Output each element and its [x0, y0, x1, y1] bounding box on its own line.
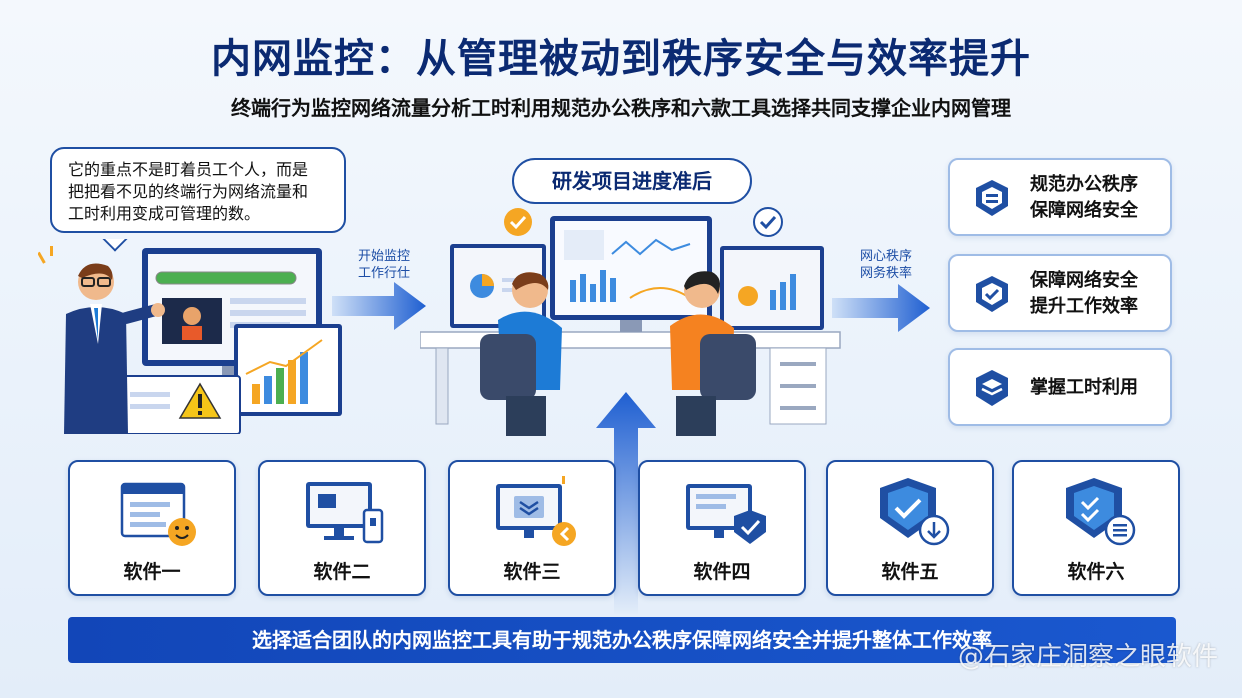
tool-card-2[interactable]: 软件二 [258, 460, 426, 596]
left-arrow-label-line: 开始监控 [357, 249, 410, 264]
summary-banner: 选择适合团队的内网监控工具有助于规范办公秩序保障网络安全并提升整体工作效率 [68, 617, 1176, 663]
tool-card-3[interactable]: 软件三 [448, 460, 616, 596]
page-title: 内网监控：从管理被动到秩序安全与效率提升 [211, 36, 1031, 82]
tool-label: 软件五 [881, 561, 939, 583]
left-arrow-label: 开始监控 工作行仕 [346, 248, 422, 282]
benefit-card-line: 保障网络安全 [1030, 270, 1138, 291]
right-arrow-icon [832, 284, 930, 332]
watermark: @石家庄洞察之眼软件 [957, 642, 1218, 672]
left-arrow-icon [332, 282, 426, 330]
monitor-phone-icon [306, 482, 384, 544]
benefit-card-line: 提升工作效率 [1030, 296, 1138, 317]
speech-line: 它的重点不是盯着员工个人，而是 [68, 160, 309, 179]
tool-label: 软件一 [123, 561, 181, 583]
benefit-card-line: 保障网络安全 [1030, 200, 1138, 221]
left-arrow-label-line: 工作行仕 [357, 266, 410, 281]
shield-layers-icon [976, 180, 1008, 216]
project-status-pill: 研发项目进度准后 [512, 158, 752, 204]
page-subtitle: 终端行为监控网络流量分析工时利用规范办公秩序和六款工具选择共同支撑企业内网管理 [231, 96, 1011, 120]
up-arrow-icon [596, 392, 656, 614]
tool-label: 软件二 [313, 561, 371, 583]
benefit-card: 规范办公秩序 保障网络安全 [948, 158, 1172, 236]
benefit-card: 保障网络安全 提升工作效率 [948, 254, 1172, 332]
tool-label: 软件四 [693, 561, 751, 583]
benefit-card-line: 掌握工时利用 [1030, 377, 1138, 398]
shield-download-icon [880, 478, 950, 546]
benefit-card: 掌握工时利用 [948, 348, 1172, 426]
tool-card-1[interactable]: 软件一 [68, 460, 236, 596]
form-smiley-icon [120, 482, 196, 546]
speech-bubble: 它的重点不是盯着员工个人，而是 把把看不见的终端行为网络流量和 工时利用变成可管… [50, 147, 346, 233]
shield-list-icon [1066, 478, 1136, 546]
layers-icon [976, 370, 1008, 406]
tool-card-5[interactable]: 软件五 [826, 460, 994, 596]
tool-card-6[interactable]: 软件六 [1012, 460, 1180, 596]
speech-line: 把把看不见的终端行为网络流量和 [68, 182, 309, 201]
shield-check-icon [976, 276, 1008, 312]
monitor-chevron-icon [496, 476, 576, 546]
monitor-shield-icon [686, 484, 766, 544]
tool-label: 软件三 [503, 561, 561, 583]
workstation-illustration [420, 207, 841, 436]
speech-line: 工时利用变成可管理的数。 [68, 204, 261, 223]
presenter-illustration [38, 246, 342, 434]
right-arrow-label: 网心秩序 网务秩率 [848, 248, 924, 282]
tool-label: 软件六 [1067, 561, 1125, 583]
benefit-card-line: 规范办公秩序 [1030, 174, 1138, 195]
tool-card-4[interactable]: 软件四 [638, 460, 806, 596]
right-arrow-label-line: 网心秩序 [859, 249, 912, 264]
right-arrow-label-line: 网务秩率 [859, 266, 912, 281]
